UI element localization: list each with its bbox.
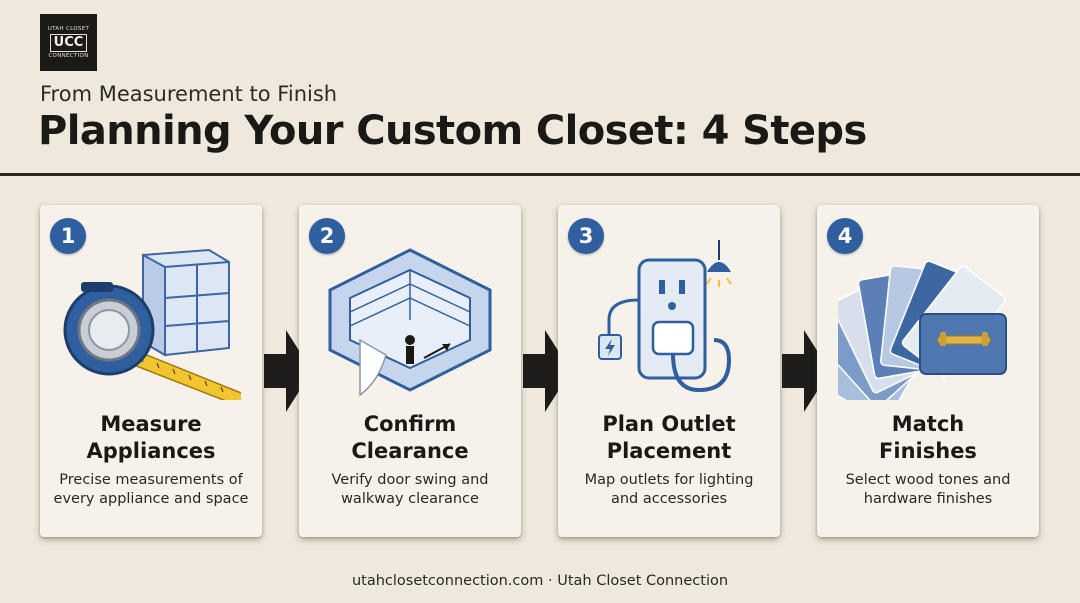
step-title: Plan Outlet Placement [558, 411, 780, 465]
page-subtitle: From Measurement to Finish [40, 82, 338, 106]
step-title: Measure Appliances [40, 411, 262, 465]
header-divider [0, 173, 1080, 176]
step-desc-line: and accessories [610, 490, 728, 507]
step-card-3: 3 Plan Outlet Placement Map outlets for … [558, 205, 780, 537]
step-title-line: Finishes [879, 439, 977, 463]
step-desc-line: walkway clearance [341, 490, 479, 507]
arrow-right-icon [782, 330, 830, 412]
step-title-line: Confirm [363, 412, 457, 436]
step-description: Select wood tones and hardware finishes [817, 471, 1039, 508]
arrow-right-icon [264, 330, 312, 412]
step-title-line: Measure [100, 412, 202, 436]
step-title: Confirm Clearance [299, 411, 521, 465]
step-title-line: Appliances [86, 439, 216, 463]
step-title: Match Finishes [817, 411, 1039, 465]
logo-bottom-text: CONNECTION [48, 52, 89, 59]
brand-logo: UTAH CLOSET UCC CONNECTION [40, 14, 97, 71]
logo-mark: UCC [49, 33, 88, 52]
step-desc-line: Select wood tones and [845, 472, 1011, 488]
logo-top-text: UTAH CLOSET [47, 25, 90, 32]
step-desc-line: Precise measurements of [59, 472, 243, 488]
step-title-line: Clearance [351, 439, 469, 463]
step-desc-line: every appliance and space [53, 490, 249, 507]
step-number-badge: 4 [827, 218, 863, 254]
step-title-line: Placement [606, 439, 732, 463]
step-number-badge: 1 [50, 218, 86, 254]
step-card-2: 2 Confirm Clearance Verify door swing an… [299, 205, 521, 537]
step-desc-line: Map outlets for lighting [584, 472, 754, 488]
step-desc-line: hardware finishes [863, 490, 993, 507]
step-desc-line: Verify door swing and [331, 472, 489, 488]
step-title-line: Plan Outlet [602, 412, 736, 436]
arrow-right-icon [523, 330, 571, 412]
closet-layout-icon [328, 248, 492, 397]
finish-swatches-icon [838, 260, 1007, 400]
step-description: Map outlets for lighting and accessories [558, 471, 780, 508]
outlet-icon [598, 240, 732, 393]
step-description: Precise measurements of every appliance … [40, 471, 262, 508]
step-title-line: Match [891, 412, 965, 436]
step-card-1: 1 Measure Appliances Precise measurement… [40, 205, 262, 537]
step-number-badge: 3 [568, 218, 604, 254]
page-title: Planning Your Custom Closet: 4 Steps [38, 108, 867, 154]
step-number-badge: 2 [309, 218, 345, 254]
footer-text: utahclosetconnection.com · Utah Closet C… [351, 573, 729, 589]
step-card-4: 4 Match Finishes Select wood tones and h… [817, 205, 1039, 537]
tape-measure-icon [63, 248, 241, 400]
step-description: Verify door swing and walkway clearance [299, 471, 521, 508]
